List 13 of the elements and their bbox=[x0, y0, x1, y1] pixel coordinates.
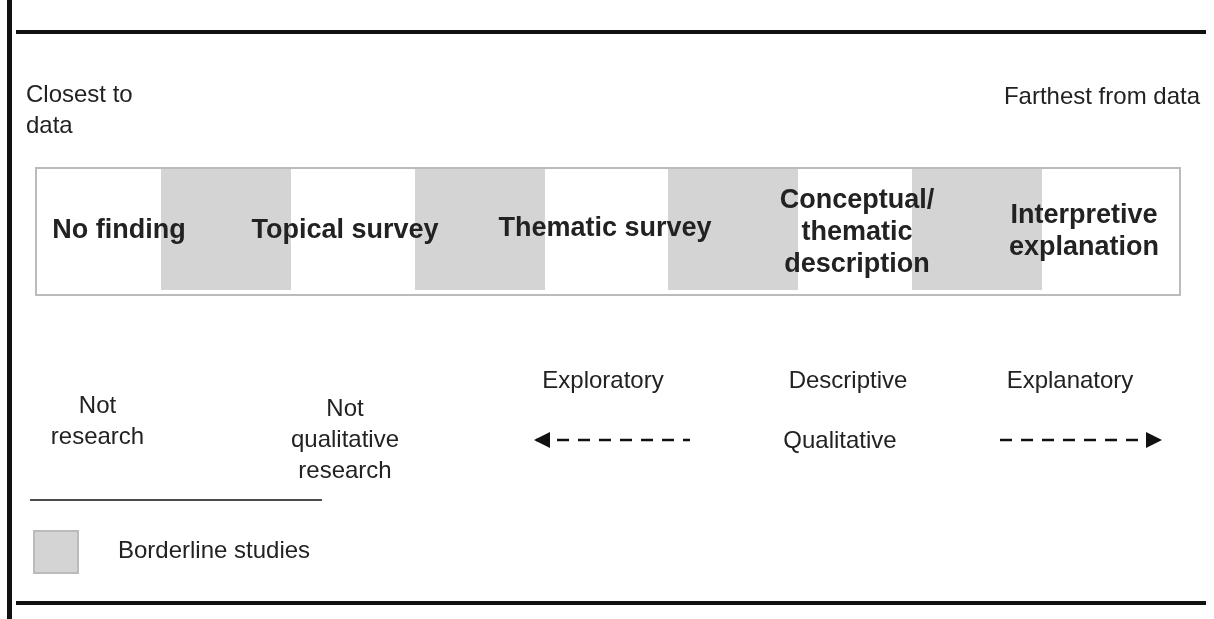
category-label: Interpretive explanation bbox=[984, 198, 1184, 262]
scale-label: Closest to data bbox=[26, 79, 134, 140]
scale-label: Explanatory bbox=[1005, 365, 1135, 395]
category-label: Conceptual/ thematic description bbox=[757, 183, 957, 279]
scale-label: Not qualitative research bbox=[289, 393, 401, 485]
scale-label: Farthest from data bbox=[1002, 81, 1200, 111]
legend-label: Borderline studies bbox=[118, 535, 311, 565]
scale-label: Exploratory bbox=[541, 365, 665, 395]
category-label: Thematic survey bbox=[475, 211, 735, 243]
scale-label: Qualitative bbox=[782, 425, 898, 455]
scale-label: Not research bbox=[49, 390, 146, 451]
scale-label: Descriptive bbox=[787, 365, 909, 395]
continuum-bar bbox=[35, 167, 1181, 296]
